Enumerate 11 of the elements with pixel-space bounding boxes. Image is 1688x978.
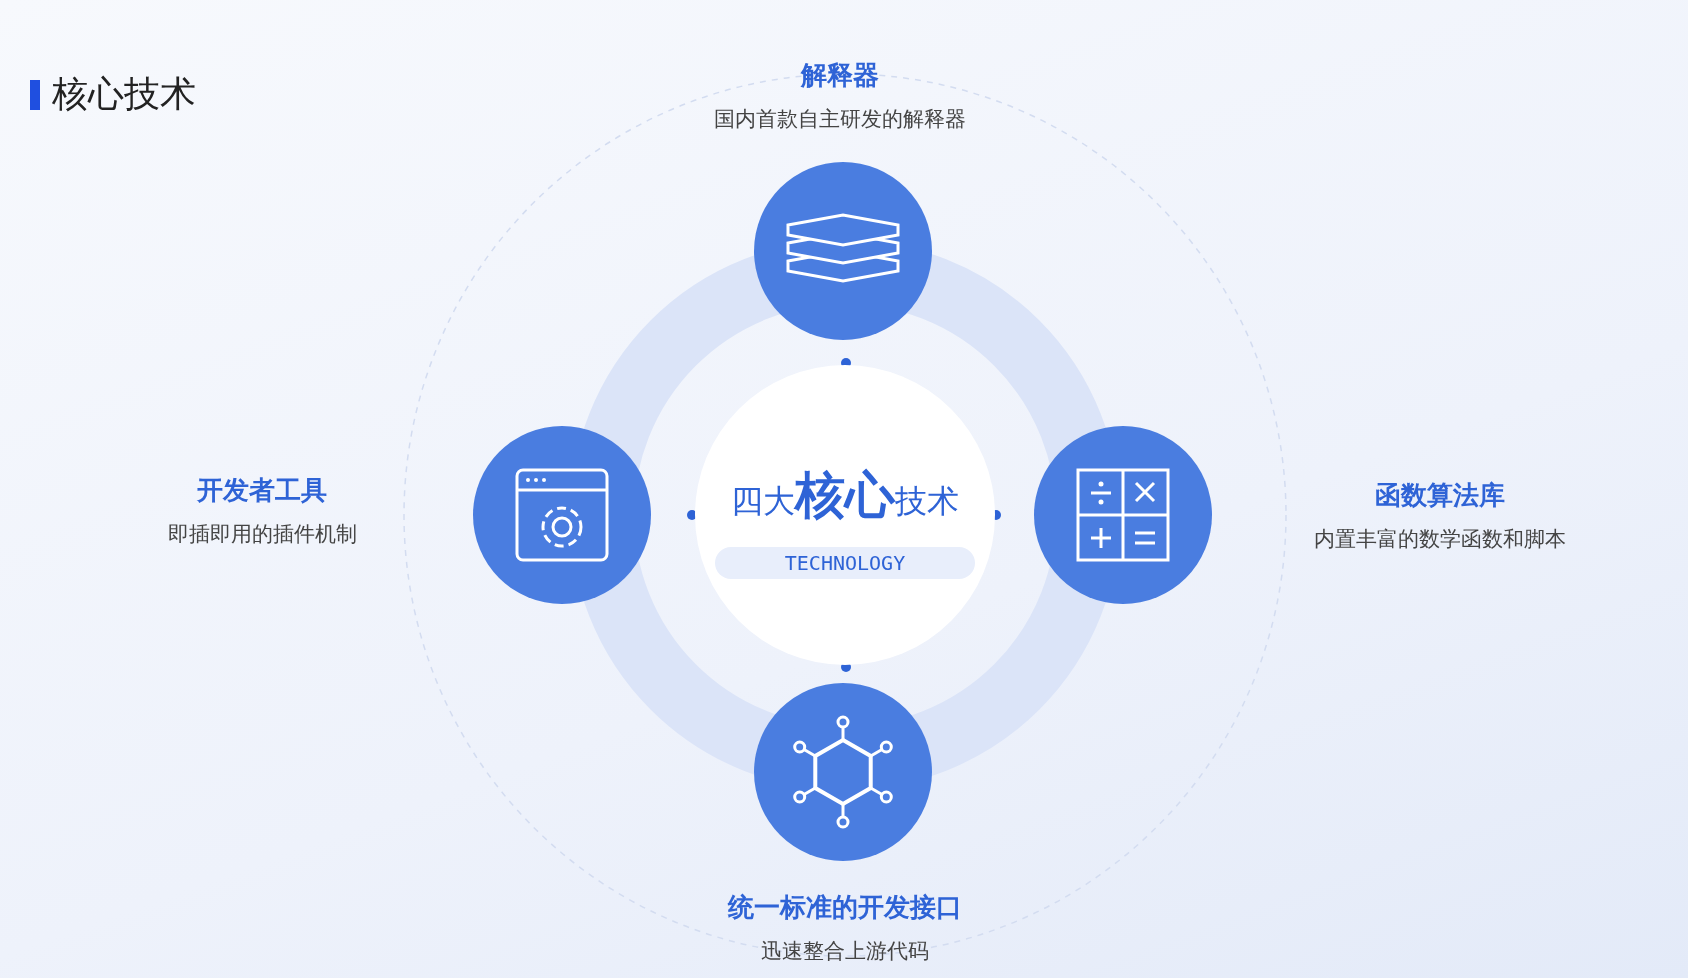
feature-title: 解释器 xyxy=(799,59,880,92)
feature-description: 内置丰富的数学函数和脚本 xyxy=(1313,526,1567,553)
page-title: 核心技术 xyxy=(52,72,196,116)
feature-description: 即插即用的插件机制 xyxy=(166,521,358,548)
feature-title: 开发者工具 xyxy=(196,474,328,507)
feature-title: 函数算法库 xyxy=(1374,479,1506,512)
feature-description: 迅速整合上游代码 xyxy=(760,938,930,965)
center-title: 四大核心技术 xyxy=(731,464,959,526)
feature-title: 统一标准的开发接口 xyxy=(726,891,963,924)
subtitle-pill: TECHNOLOGY xyxy=(715,546,975,579)
feature-description: 国内首款自主研发的解释器 xyxy=(713,106,967,133)
